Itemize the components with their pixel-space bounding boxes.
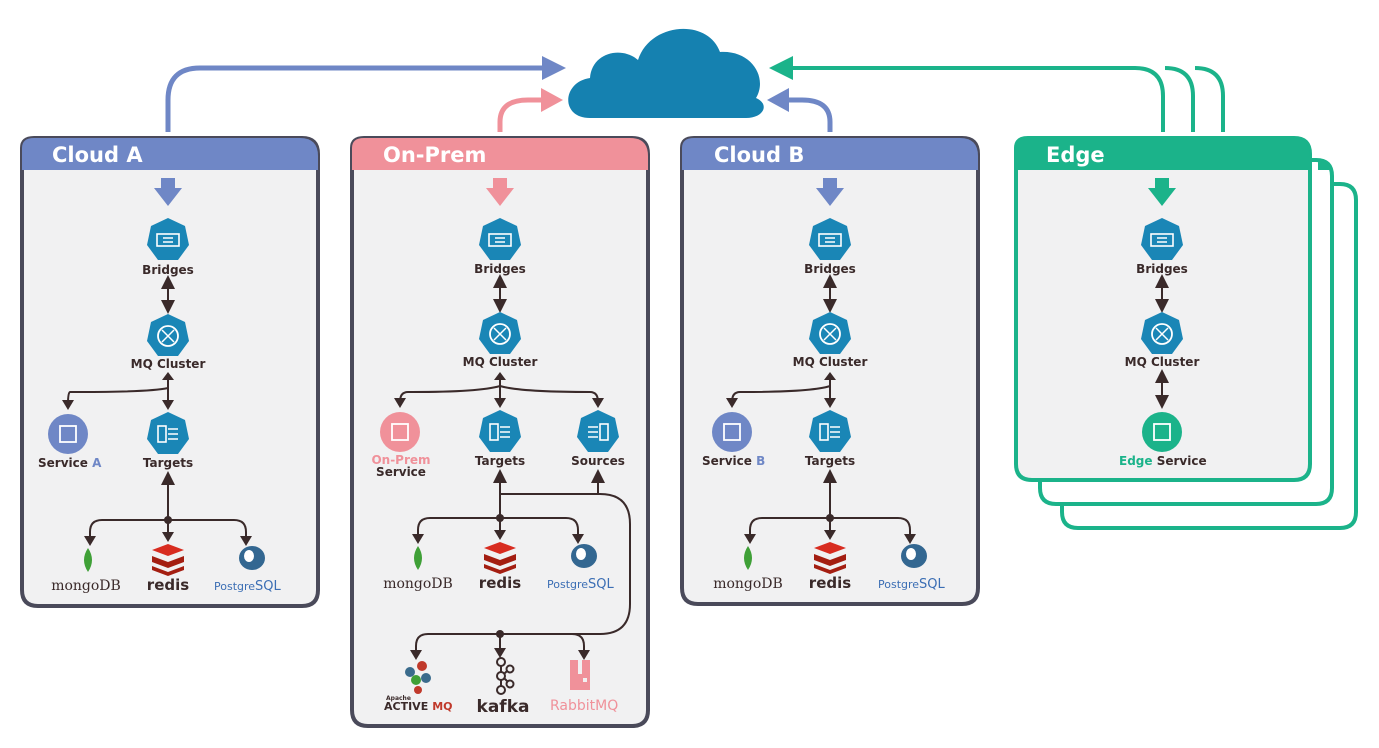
service-chip-icon	[48, 414, 88, 454]
targets-icon	[479, 410, 521, 452]
mq-cluster-icon	[147, 314, 189, 356]
activemq-small-label: Apache	[386, 695, 411, 702]
service-a-label: Service A	[38, 456, 102, 470]
postgresql-elephant-icon	[239, 546, 265, 570]
bridges-icon	[1141, 218, 1183, 260]
service-chip-icon	[380, 412, 420, 452]
mq-cluster-label: MQ Cluster	[463, 355, 538, 369]
edge-down-arrow	[1148, 188, 1176, 206]
on-prem-title: On-Prem	[383, 143, 486, 167]
mongodb-leaf-icon	[414, 546, 422, 570]
bridges-icon	[479, 218, 521, 260]
on-prem-uplink-arrow	[497, 88, 563, 132]
mq-cluster-icon	[809, 312, 851, 354]
cloud-b-down-arrow	[816, 188, 844, 206]
redis-label: redis	[479, 574, 521, 592]
mongodb-label: mongoDB	[51, 578, 121, 594]
cloud-a-panel: Cloud A Bridges MQ Cluster Service A Tar…	[20, 136, 320, 608]
mongodb-leaf-icon	[84, 548, 92, 572]
targets-icon	[809, 410, 851, 452]
kafka-label: kafka	[477, 697, 530, 717]
targets-icon	[147, 412, 189, 454]
activemq-icon	[405, 661, 431, 694]
on-prem-service-label-1: On-Prem	[371, 453, 430, 467]
edge-service-label: Edge Service	[1119, 454, 1207, 468]
service-chip-icon	[1142, 412, 1182, 452]
cloud-a-uplink-arrow	[165, 56, 566, 132]
bridges-label: Bridges	[804, 262, 856, 276]
rabbitmq-label: RabbitMQ	[550, 698, 618, 714]
postgresql-elephant-icon	[901, 544, 927, 568]
bridges-icon	[809, 218, 851, 260]
redis-label: redis	[147, 576, 189, 594]
targets-label: Targets	[475, 454, 525, 468]
mq-cluster-label: MQ Cluster	[131, 357, 206, 371]
service-b-label: Service B	[702, 454, 765, 468]
postgresql-label: PostgreSQL	[214, 579, 282, 594]
service-chip-icon	[712, 412, 752, 452]
sources-label: Sources	[571, 454, 625, 468]
mongodb-leaf-icon	[744, 546, 752, 570]
mongodb-label: mongoDB	[383, 576, 453, 592]
cloud-b-title: Cloud B	[714, 143, 804, 167]
postgresql-label: PostgreSQL	[878, 577, 946, 592]
targets-label: Targets	[805, 454, 855, 468]
on-prem-panel: On-Prem Bridges MQ Cluster On-Prem Servi…	[350, 136, 650, 728]
on-prem-service-label-2: Service	[376, 465, 426, 479]
edge-panel: Edge Bridges MQ Cluster Edge Service	[1014, 136, 1358, 530]
bridges-label: Bridges	[1136, 262, 1188, 276]
cloud-a-down-arrow	[154, 188, 182, 206]
bridges-icon	[147, 218, 189, 260]
mongodb-label: mongoDB	[713, 576, 783, 592]
targets-label: Targets	[143, 456, 193, 470]
mq-cluster-label: MQ Cluster	[793, 355, 868, 369]
redis-icon	[814, 542, 846, 574]
redis-icon	[152, 544, 184, 576]
redis-icon	[484, 542, 516, 574]
rabbitmq-icon	[570, 660, 590, 690]
on-prem-down-arrow	[486, 188, 514, 206]
cloud-a-title: Cloud A	[52, 143, 143, 167]
postgresql-label: PostgreSQL	[547, 577, 615, 592]
edge-uplink-arrows	[769, 56, 1225, 132]
cloud-b-panel: Cloud B Bridges MQ Cluster Service B Tar…	[680, 136, 980, 606]
bridges-label: Bridges	[474, 262, 526, 276]
cloud-icon	[568, 28, 764, 118]
edge-title: Edge	[1046, 143, 1105, 167]
bridges-label: Bridges	[142, 263, 194, 277]
mq-cluster-icon	[1141, 312, 1183, 354]
sources-icon	[577, 410, 619, 452]
kafka-icon	[496, 657, 515, 695]
cloud-b-uplink-arrow	[767, 88, 833, 132]
mq-cluster-icon	[479, 312, 521, 354]
redis-label: redis	[809, 574, 851, 592]
mq-cluster-label: MQ Cluster	[1125, 355, 1200, 369]
postgresql-elephant-icon	[571, 544, 597, 568]
